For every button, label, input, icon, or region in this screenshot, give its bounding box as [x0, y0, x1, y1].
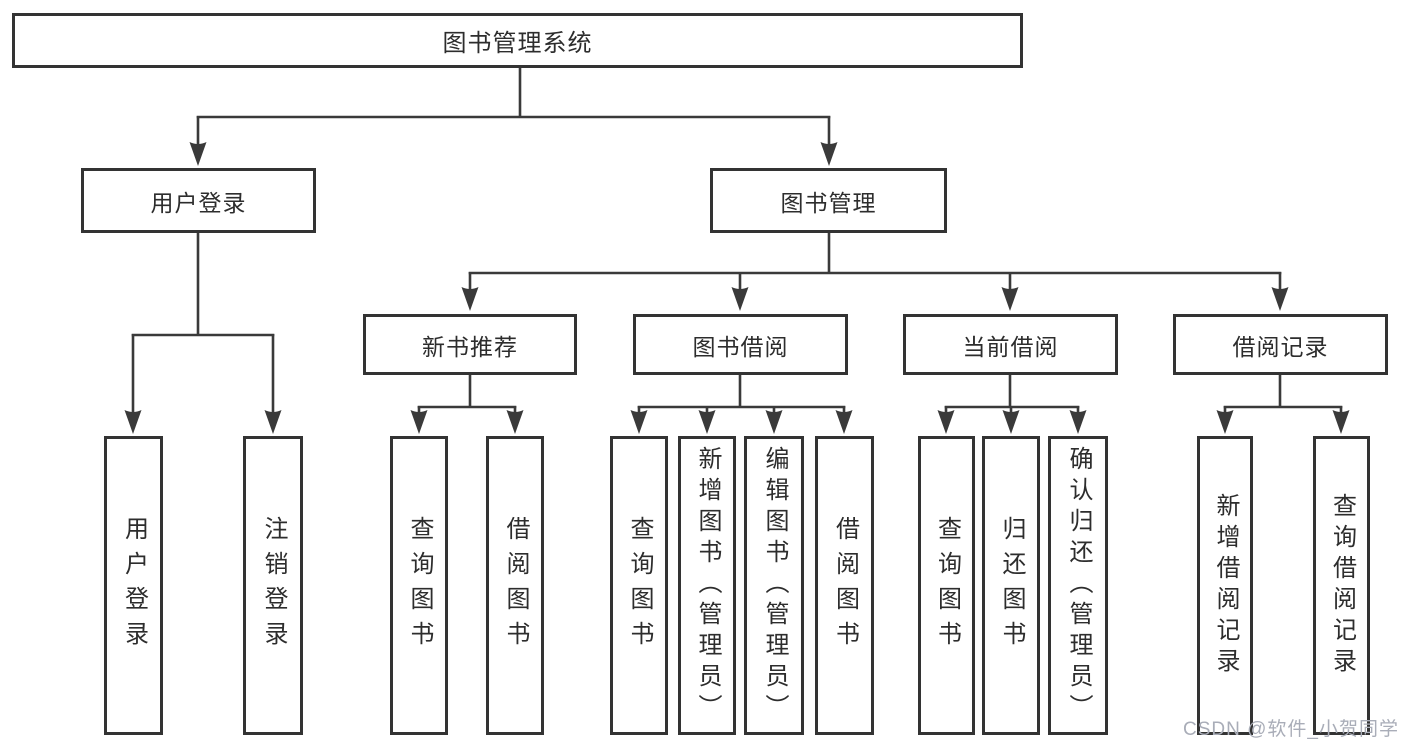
leaf-query-borrow-record: 查询借阅记录 [1313, 436, 1370, 735]
leaf-confirm-return-admin: 确认归还（管理员） [1048, 436, 1108, 735]
leaf-add-borrow-record: 新增借阅记录 [1197, 436, 1253, 735]
leaf-query-books-current: 查询图书 [918, 436, 975, 735]
node-current-borrowing: 当前借阅 [903, 314, 1118, 375]
leaf-query-books-recommend: 查询图书 [390, 436, 448, 735]
leaf-add-books-admin: 新增图书（管理员） [678, 436, 736, 735]
leaf-borrow-books-recommend: 借阅图书 [486, 436, 544, 735]
node-book-borrowing: 图书借阅 [633, 314, 848, 375]
node-library-management-system: 图书管理系统 [12, 13, 1023, 68]
node-borrowing-records: 借阅记录 [1173, 314, 1388, 375]
leaf-query-books-borrowing: 查询图书 [610, 436, 668, 735]
arrowheads [124, 142, 1350, 434]
leaf-user-login: 用户登录 [104, 436, 163, 735]
leaf-edit-books-admin: 编辑图书（管理员） [744, 436, 804, 735]
leaf-borrow-books: 借阅图书 [815, 436, 874, 735]
node-new-book-recommendation: 新书推荐 [363, 314, 577, 375]
leaf-return-books: 归还图书 [982, 436, 1040, 735]
node-user-login: 用户登录 [81, 168, 316, 233]
leaf-logout: 注销登录 [243, 436, 303, 735]
csdn-watermark: CSDN @软件_小贺同学 [1183, 719, 1399, 740]
node-book-management: 图书管理 [710, 168, 947, 233]
